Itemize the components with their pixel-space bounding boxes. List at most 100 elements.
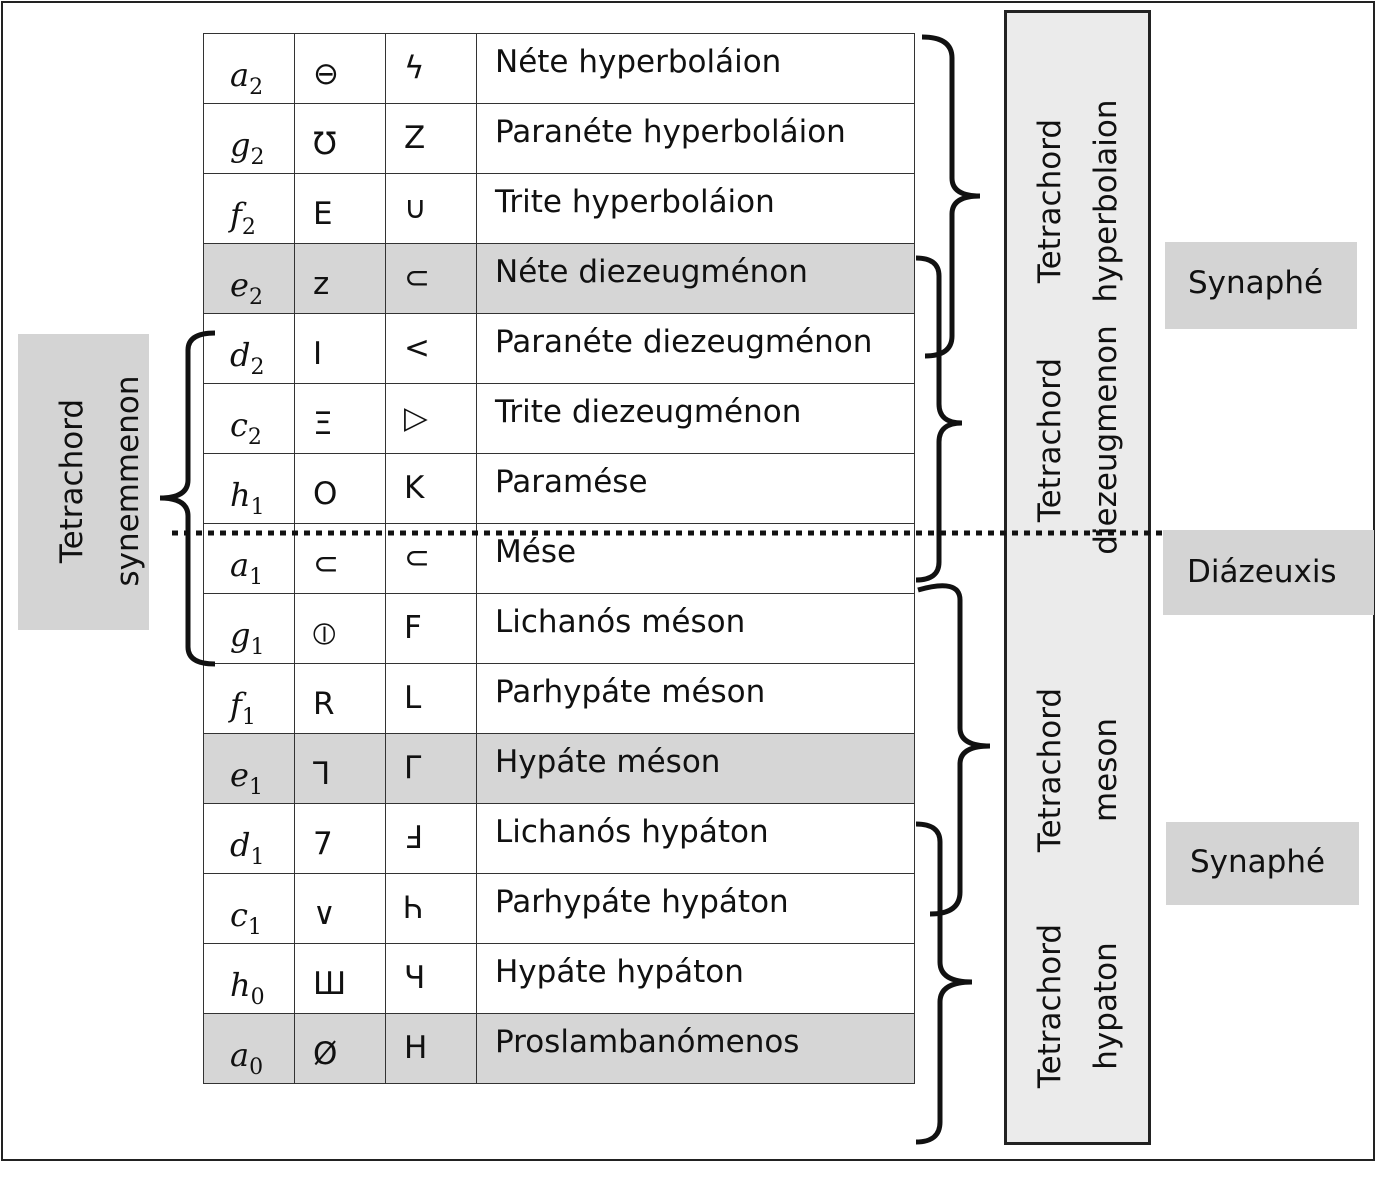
instrumental-notation-cell: <	[385, 313, 477, 384]
vocal-symbol: z	[313, 266, 330, 302]
table-row: f2 E ∪ Trite hyperboláion	[203, 173, 915, 244]
table-row: c1 ∨ Ꮒ Parhypáte hypáton	[203, 873, 915, 944]
instrumental-symbol: Γ	[404, 750, 422, 786]
vocal-notation-cell: ⦶	[294, 593, 386, 664]
vocal-symbol: I	[313, 336, 323, 372]
vocal-symbol: ⊂	[313, 546, 339, 582]
instrumental-notation-cell: ⊂	[385, 523, 477, 594]
vocal-notation-cell: ∨	[294, 873, 386, 944]
vocal-symbol: O	[313, 476, 338, 512]
vocal-notation-cell: Ø	[294, 1013, 386, 1084]
string-name: Mése	[495, 534, 577, 570]
vocal-notation-cell: Ʊ	[294, 103, 386, 174]
string-name-cell: Trite diezeugménon	[476, 383, 915, 454]
vocal-notation-cell: ⊖	[294, 33, 386, 104]
string-name-cell: Lichanós hypáton	[476, 803, 915, 874]
pitch-cell: h1	[203, 453, 295, 524]
string-name: Parhypáte méson	[495, 674, 766, 710]
string-name-cell: Trite hyperboláion	[476, 173, 915, 244]
string-name: Hypáte méson	[495, 744, 721, 780]
pitch-letter: c1	[230, 896, 262, 940]
instrumental-notation-cell: ϟ	[385, 33, 477, 104]
vocal-notation-cell: z	[294, 243, 386, 314]
string-name: Trite diezeugménon	[495, 394, 802, 430]
pitch-cell: h0	[203, 943, 295, 1014]
string-name-cell: Proslambanómenos	[476, 1013, 915, 1084]
table-row: c2 Ξ ▷ Trite diezeugménon	[203, 383, 915, 454]
vocal-notation-cell: R	[294, 663, 386, 734]
pitch-letter: d1	[230, 826, 265, 870]
pitch-cell: d2	[203, 313, 295, 384]
pitch-letter: f1	[230, 686, 256, 730]
instrumental-notation-cell: Ꮒ	[385, 873, 477, 944]
string-name-cell: Hypáte hypáton	[476, 943, 915, 1014]
vocal-notation-cell: ꓶ	[294, 733, 386, 804]
instrumental-symbol: ⊂	[404, 540, 430, 576]
instrumental-notation-cell: F	[385, 593, 477, 664]
instrumental-notation-cell: L	[385, 663, 477, 734]
instrumental-notation-cell: ▷	[385, 383, 477, 454]
table-row: a1 ⊂ ⊂ Mése	[203, 523, 915, 594]
pitch-cell: d1	[203, 803, 295, 874]
instrumental-symbol: L	[404, 680, 422, 716]
pitch-cell: g1	[203, 593, 295, 664]
instrumental-notation-cell: Ч	[385, 943, 477, 1014]
instrumental-symbol: Ꮒ	[404, 890, 423, 926]
pitch-cell: a1	[203, 523, 295, 594]
pitch-letter: d2	[230, 336, 265, 380]
vocal-symbol: Ʊ	[313, 126, 337, 162]
string-name-cell: Lichanós méson	[476, 593, 915, 664]
vocal-notation-cell: E	[294, 173, 386, 244]
pitch-cell: c2	[203, 383, 295, 454]
instrumental-symbol: Ч	[404, 960, 426, 996]
instrumental-symbol: ▷	[404, 400, 428, 436]
string-name: Néte hyperboláion	[495, 44, 782, 80]
pitch-letter: g1	[230, 616, 265, 660]
pitch-cell: g2	[203, 103, 295, 174]
vocal-notation-cell: ⊂	[294, 523, 386, 594]
instrumental-notation-cell: Γ	[385, 733, 477, 804]
string-name-cell: Parhypáte hypáton	[476, 873, 915, 944]
pitch-letter: e1	[230, 756, 263, 800]
string-name: Lichanós hypáton	[495, 814, 769, 850]
string-name: Paranéte diezeugménon	[495, 324, 873, 360]
string-name: Hypáte hypáton	[495, 954, 744, 990]
pitch-cell: e2	[203, 243, 295, 314]
table-row: e1 ꓶ Γ Hypáte méson	[203, 733, 915, 804]
vocal-symbol: ꓶ	[313, 756, 331, 792]
vocal-notation-cell: 7	[294, 803, 386, 874]
string-name-cell: Paranéte hyperboláion	[476, 103, 915, 174]
pitch-letter: f2	[230, 196, 256, 240]
pitch-letter: e2	[230, 266, 263, 310]
pitch-cell: e1	[203, 733, 295, 804]
vocal-symbol: ⊖	[313, 56, 339, 92]
instrumental-symbol: ⊂	[404, 260, 430, 296]
string-name: Trite hyperboláion	[495, 184, 775, 220]
pitch-letter: h1	[230, 476, 265, 520]
instrumental-symbol: K	[404, 470, 425, 506]
instrumental-notation-cell: ∪	[385, 173, 477, 244]
instrumental-symbol: F	[404, 610, 422, 646]
string-name: Néte diezeugménon	[495, 254, 808, 290]
instrumental-notation-cell: K	[385, 453, 477, 524]
vocal-symbol: Ξ	[313, 406, 333, 442]
vocal-notation-cell: O	[294, 453, 386, 524]
string-name-cell: Néte diezeugménon	[476, 243, 915, 314]
pitch-cell: a0	[203, 1013, 295, 1084]
pitch-cell: f1	[203, 663, 295, 734]
string-name-cell: Paramése	[476, 453, 915, 524]
pitch-letter: c2	[230, 406, 262, 450]
instrumental-symbol: ∪	[404, 190, 427, 226]
vocal-symbol: Ø	[313, 1036, 338, 1072]
string-name: Paranéte hyperboláion	[495, 114, 846, 150]
instrumental-symbol: Ⅎ	[404, 820, 422, 856]
string-name: Proslambanómenos	[495, 1024, 800, 1060]
